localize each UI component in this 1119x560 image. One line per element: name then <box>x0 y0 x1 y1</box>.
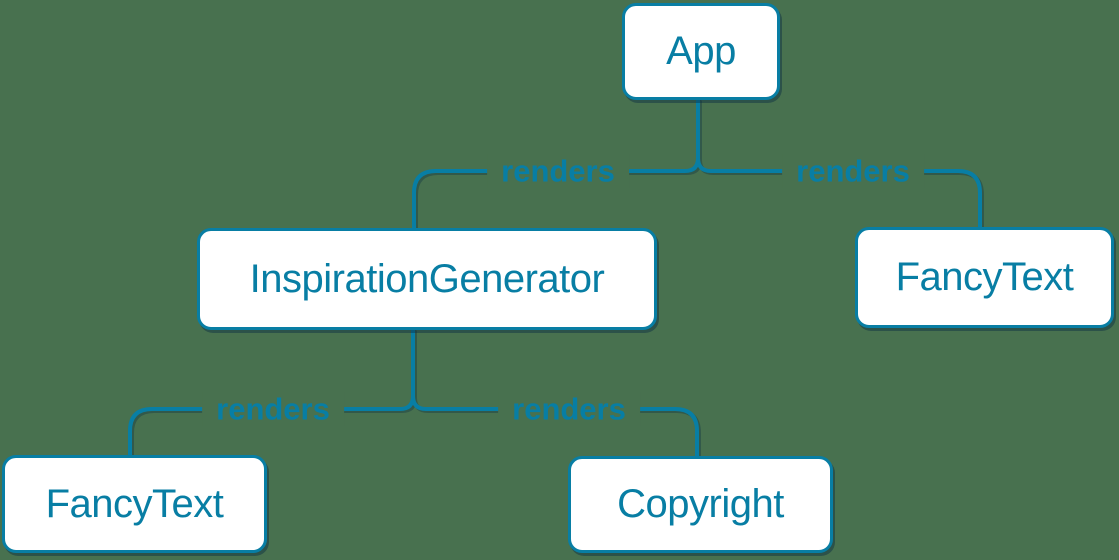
node-app: App <box>622 3 780 100</box>
node-fancytext-bottom-left: FancyText <box>2 455 267 553</box>
edge-label-renders: renders <box>202 391 344 427</box>
edge-label-renders: renders <box>782 153 924 189</box>
node-inspiration-generator: InspirationGenerator <box>197 228 657 330</box>
node-fancytext-top-right: FancyText <box>855 227 1114 328</box>
node-label: Copyright <box>617 482 784 526</box>
edge-label-renders: renders <box>487 153 629 189</box>
edge-label-renders: renders <box>498 391 640 427</box>
node-copyright: Copyright <box>568 456 833 553</box>
node-label: InspirationGenerator <box>249 256 605 301</box>
node-label: FancyText <box>895 255 1074 299</box>
node-label: App <box>666 29 736 73</box>
node-label: FancyText <box>45 481 224 526</box>
